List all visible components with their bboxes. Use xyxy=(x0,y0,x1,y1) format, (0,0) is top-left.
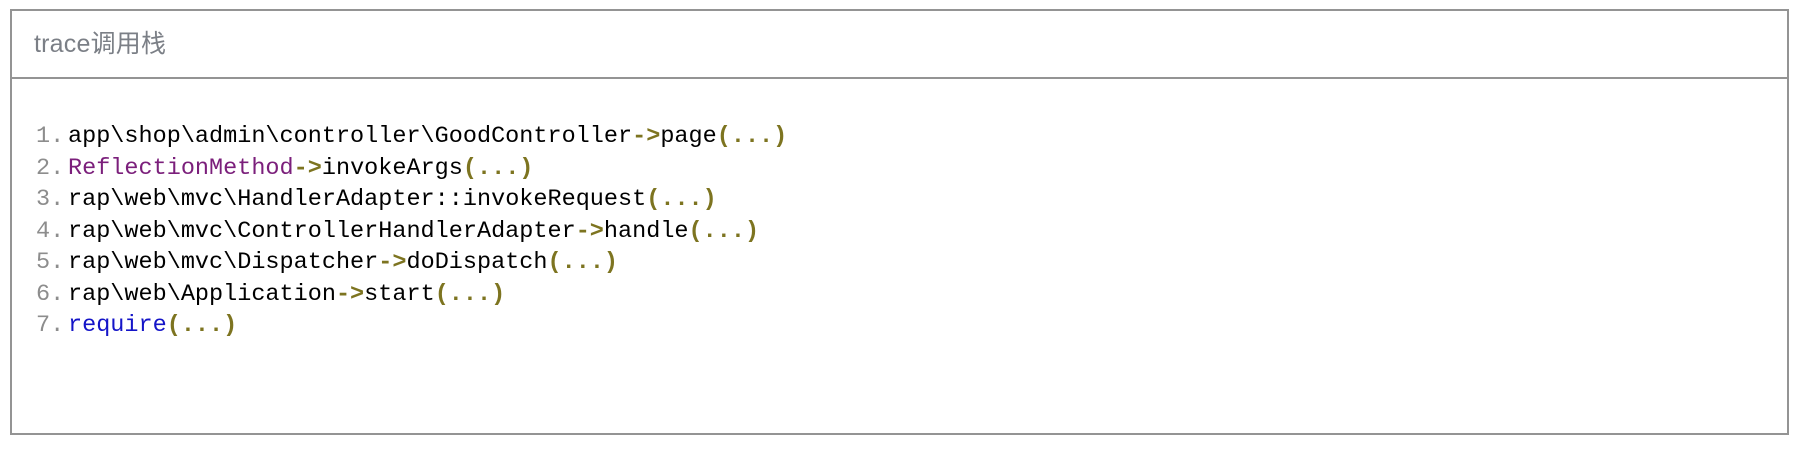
trace-line-content: require(...) xyxy=(68,310,237,342)
trace-token: -> xyxy=(378,249,407,276)
trace-line-number: 3. xyxy=(36,186,65,213)
trace-token: (...) xyxy=(716,123,788,150)
trace-token: rap\web\mvc\HandlerAdapter xyxy=(68,186,435,213)
trace-token: rap\web\Application xyxy=(68,280,336,308)
trace-line-number: 1. xyxy=(36,123,65,150)
trace-token: invokeArgs xyxy=(321,154,463,182)
trace-token: -> xyxy=(335,280,365,308)
trace-panel-body: 1.app\shop\admin\controller\GoodControll… xyxy=(12,79,1787,342)
trace-stack-line: 3.rap\web\mvc\HandlerAdapter::invokeRequ… xyxy=(12,184,1787,216)
trace-token: start xyxy=(364,280,435,308)
trace-line-number: 7. xyxy=(36,312,65,339)
trace-token: (...) xyxy=(688,217,760,245)
trace-panel-header: trace调用栈 xyxy=(12,11,1787,79)
trace-token: (...) xyxy=(434,280,506,308)
trace-line-content: app\shop\admin\controller\GoodController… xyxy=(68,121,787,153)
trace-token: rap\web\mvc\ControllerHandlerAdapter xyxy=(68,217,576,245)
trace-token: -> xyxy=(575,217,604,245)
trace-stack-line: 7.require(...) xyxy=(12,310,1787,342)
trace-line-number: 5. xyxy=(36,249,65,276)
trace-token: doDispatch xyxy=(406,249,548,276)
trace-stack-line: 5.rap\web\mvc\Dispatcher->doDispatch(...… xyxy=(12,247,1787,279)
trace-stack-line: 1.app\shop\admin\controller\GoodControll… xyxy=(12,121,1787,153)
trace-line-number: 2. xyxy=(36,154,65,182)
trace-token: app\shop\admin\controller\GoodController xyxy=(68,123,633,150)
trace-stack-line: 4.rap\web\mvc\ControllerHandlerAdapter->… xyxy=(12,216,1787,248)
trace-token: :: xyxy=(434,186,463,213)
trace-line-content: rap\web\mvc\HandlerAdapter::invokeReques… xyxy=(68,184,717,216)
trace-stack-list: 1.app\shop\admin\controller\GoodControll… xyxy=(12,121,1787,342)
trace-token: page xyxy=(660,123,717,150)
trace-token: -> xyxy=(293,154,322,182)
trace-line-content: rap\web\mvc\ControllerHandlerAdapter->ha… xyxy=(68,216,759,248)
trace-token: require xyxy=(68,312,167,339)
trace-token: (...) xyxy=(547,249,619,276)
trace-line-content: rap\web\mvc\Dispatcher->doDispatch(...) xyxy=(68,247,618,279)
trace-line-content: rap\web\Application->start(...) xyxy=(68,279,505,311)
trace-token: -> xyxy=(632,123,661,150)
trace-token: handle xyxy=(603,217,689,245)
trace-token: (...) xyxy=(462,154,534,182)
trace-line-number: 6. xyxy=(36,280,65,308)
trace-line-content: ReflectionMethod->invokeArgs(...) xyxy=(68,153,533,185)
trace-token: ReflectionMethod xyxy=(68,154,294,182)
trace-token: (...) xyxy=(166,312,238,339)
trace-stack-line: 6.rap\web\Application->start(...) xyxy=(12,279,1787,311)
trace-stack-line: 2.ReflectionMethod->invokeArgs(...) xyxy=(12,153,1787,185)
trace-token: rap\web\mvc\Dispatcher xyxy=(68,249,379,276)
trace-token: invokeRequest xyxy=(462,186,647,213)
trace-line-number: 4. xyxy=(36,217,65,245)
trace-panel-title: trace调用栈 xyxy=(34,29,167,58)
trace-token: (...) xyxy=(646,186,717,213)
trace-panel: trace调用栈 1.app\shop\admin\controller\Goo… xyxy=(10,9,1789,435)
